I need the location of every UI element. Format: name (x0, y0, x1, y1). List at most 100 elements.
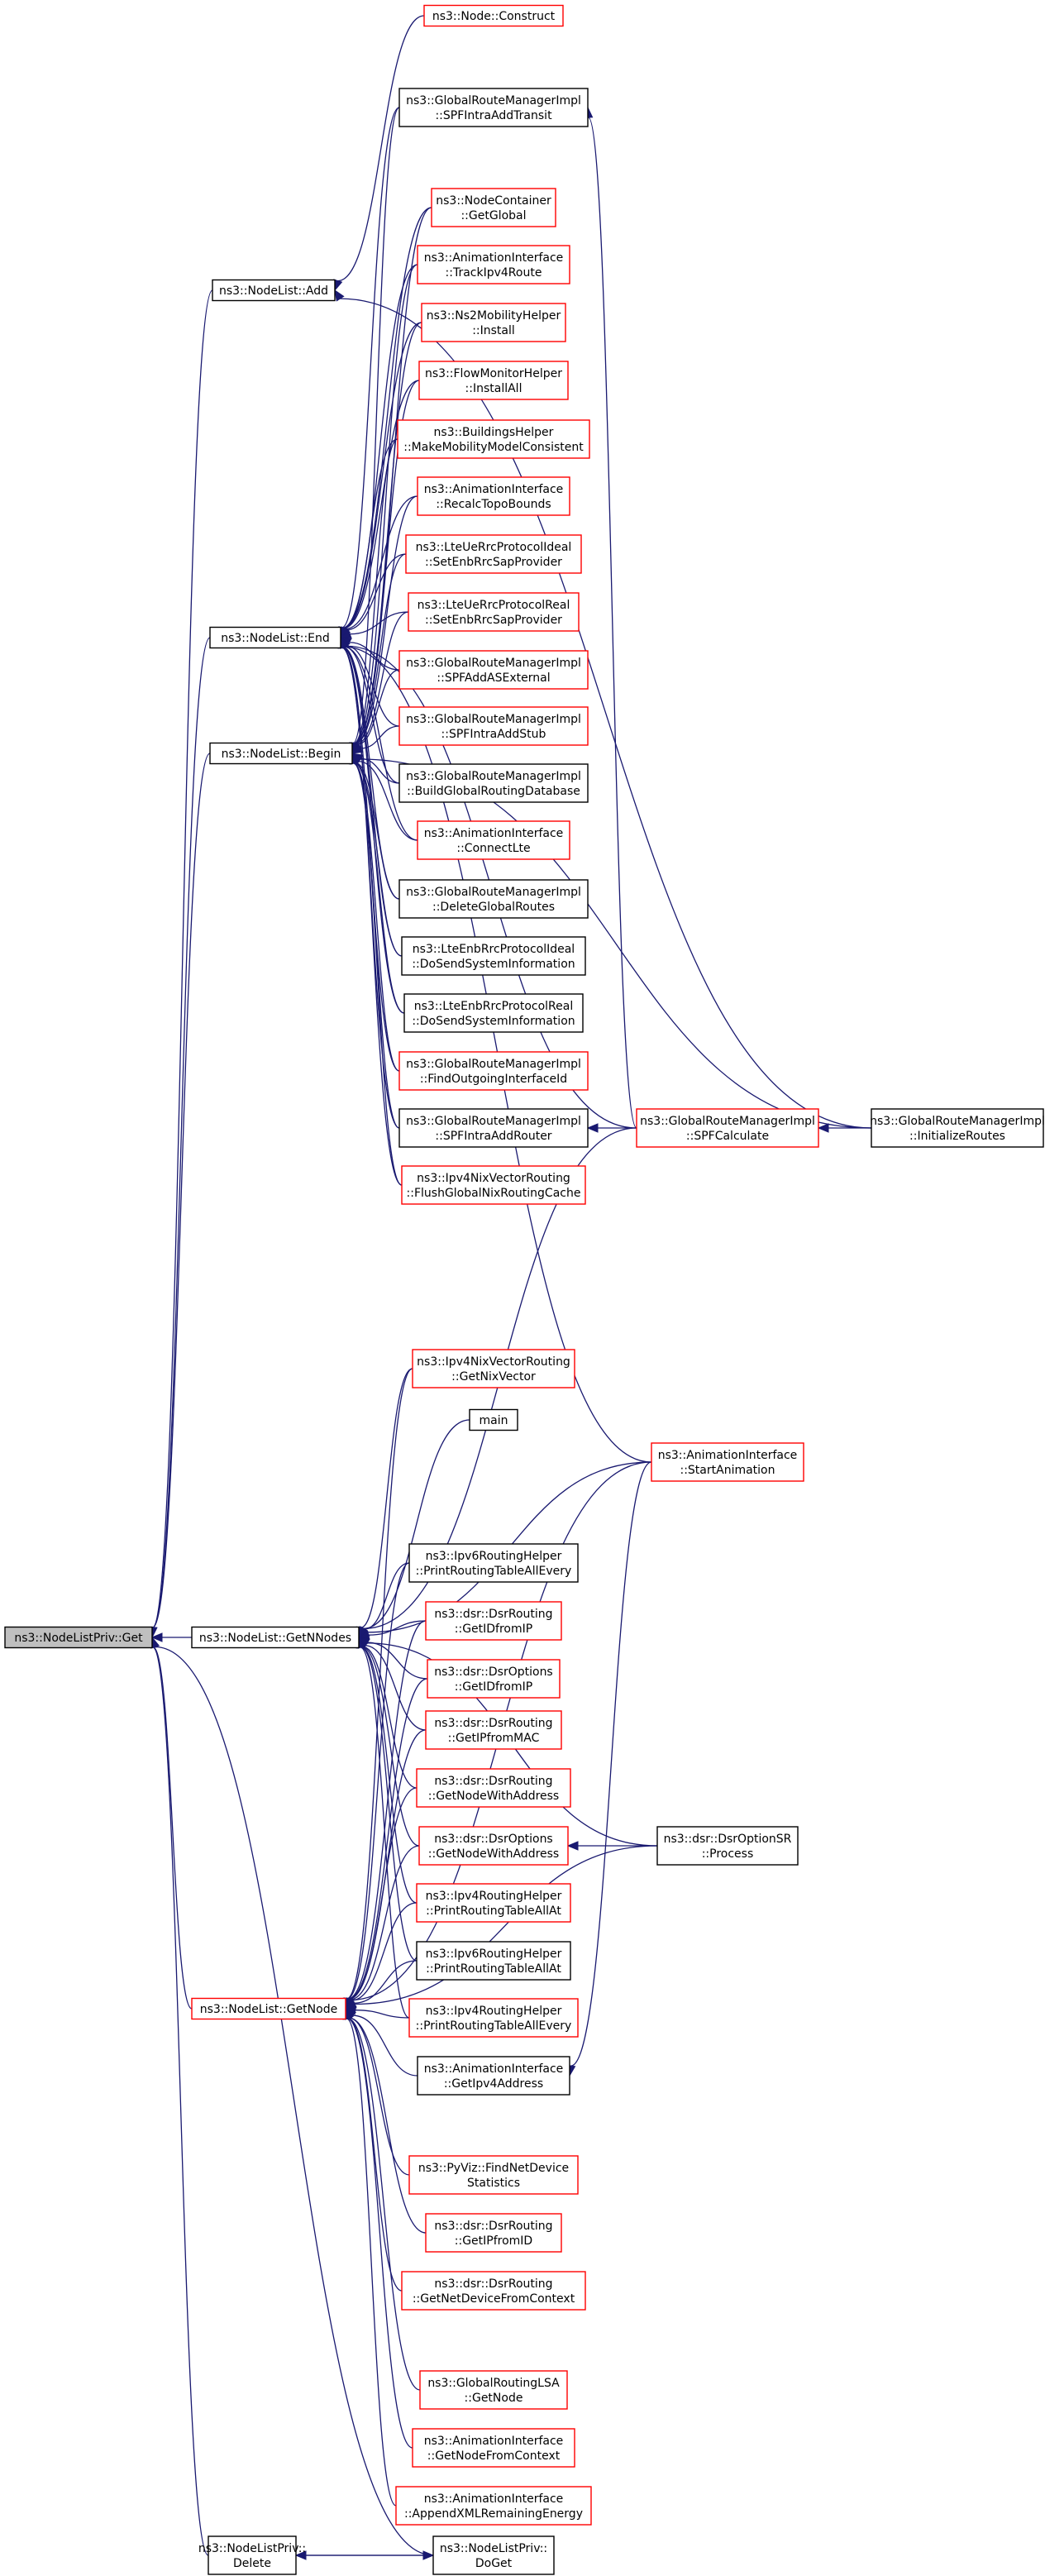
node-box-spfintraaddtransit[interactable] (398, 88, 589, 127)
node-box-lteenb_real_dosend[interactable] (403, 993, 584, 1033)
node-box-glsa_getnode[interactable] (419, 2370, 568, 2410)
node-ipv4rh_printat[interactable]: ns3::Ipv4RoutingHelper::PrintRoutingTabl… (416, 1883, 571, 1923)
node-box-dsr_getipfrommac[interactable] (425, 1710, 562, 1750)
node-spfintraaddrouter[interactable]: ns3::GlobalRouteManagerImpl::SPFIntraAdd… (398, 1108, 589, 1148)
node-anim_connectlte[interactable]: ns3::AnimationInterface::ConnectLte (417, 820, 570, 860)
node-box-spfcalculate[interactable] (636, 1108, 819, 1148)
node-dsroptsr_process[interactable]: ns3::dsr::DsrOptionSR::Process (656, 1826, 799, 1866)
node-spfintraaddtransit[interactable]: ns3::GlobalRouteManagerImpl::SPFIntraAdd… (398, 88, 589, 127)
node-box-getnnodes[interactable] (191, 1626, 360, 1649)
node-box-deleteglobal[interactable] (398, 879, 589, 919)
node-box-ns2_install[interactable] (421, 303, 566, 342)
node-box-lte_real_setenb[interactable] (408, 592, 580, 632)
node-box-doget[interactable] (432, 2535, 555, 2575)
node-box-anim_getnodefromctx[interactable] (412, 2428, 575, 2468)
node-dsr_getidfromip[interactable]: ns3::dsr::DsrRouting::GetIDfromIP (425, 1601, 562, 1641)
node-box-findoutgoing[interactable] (398, 1051, 589, 1091)
node-box-ipv4rh_printat[interactable] (416, 1883, 571, 1923)
node-begin[interactable]: ns3::NodeList::Begin (209, 742, 353, 765)
node-box-spfintraaddstub[interactable] (398, 706, 589, 746)
node-lte_real_setenb[interactable]: ns3::LteUeRrcProtocolReal::SetEnbRrcSapP… (408, 592, 580, 632)
node-ipv4rh_printevery[interactable]: ns3::Ipv4RoutingHelper::PrintRoutingTabl… (408, 1998, 579, 2038)
node-box-pyviz_findnet[interactable] (408, 2155, 579, 2195)
node-dsr_getipfrommac[interactable]: ns3::dsr::DsrRouting::GetIPfromMAC (425, 1710, 562, 1750)
node-deleteglobal[interactable]: ns3::GlobalRouteManagerImpl::DeleteGloba… (398, 879, 589, 919)
node-box-dsr_getnodewithaddr[interactable] (416, 1768, 571, 1808)
node-box-initroutes[interactable] (871, 1108, 1044, 1148)
node-dsr_getnodewithaddr[interactable]: ns3::dsr::DsrRouting::GetNodeWithAddress (416, 1768, 571, 1808)
node-spfaddasexternal[interactable]: ns3::GlobalRouteManagerImpl::SPFAddASExt… (398, 650, 589, 690)
node-nix_getnixvector[interactable]: ns3::Ipv4NixVectorRouting::GetNixVector (412, 1349, 575, 1388)
node-box-spfintraaddrouter[interactable] (398, 1108, 589, 1148)
node-box-add[interactable] (212, 279, 336, 302)
node-dsropt_getnodewithaddr[interactable]: ns3::dsr::DsrOptions::GetNodeWithAddress (418, 1826, 569, 1866)
node-box-dsr_getidfromip[interactable] (425, 1601, 562, 1641)
node-box-dsroptsr_process[interactable] (656, 1826, 799, 1866)
node-box-delete[interactable] (208, 2535, 297, 2575)
node-dsropt_getidfromip[interactable]: ns3::dsr::DsrOptions::GetIDfromIP (427, 1659, 561, 1699)
node-spfintraaddstub[interactable]: ns3::GlobalRouteManagerImpl::SPFIntraAdd… (398, 706, 589, 746)
node-anim_getipv4[interactable]: ns3::AnimationInterface::GetIpv4Address (417, 2056, 570, 2096)
node-box-nc_getglobal[interactable] (431, 188, 556, 227)
node-box-dsropt_getnodewithaddr[interactable] (418, 1826, 569, 1866)
node-nix_flush[interactable]: ns3::Ipv4NixVectorRouting::FlushGlobalNi… (401, 1165, 586, 1205)
node-box-ipv6rh_printevery[interactable] (408, 1543, 579, 1583)
node-delete[interactable]: ns3::NodeListPriv::Delete (198, 2535, 306, 2575)
node-box-dsr_getipfromid[interactable] (425, 2213, 562, 2253)
node-ipv6rh_printat[interactable]: ns3::Ipv6RoutingHelper::PrintRoutingTabl… (416, 1941, 571, 1981)
node-buildglobal[interactable]: ns3::GlobalRouteManagerImpl::BuildGlobal… (398, 763, 589, 803)
node-box-bh_makemobility[interactable] (397, 419, 590, 459)
node-box-construct[interactable] (423, 4, 564, 27)
node-box-anim_appendxml[interactable] (395, 2486, 592, 2526)
node-box-lte_ideal_setenb[interactable] (405, 534, 582, 574)
node-bh_makemobility[interactable]: ns3::BuildingsHelper::MakeMobilityModelC… (397, 419, 590, 459)
node-anim_getnodefromctx[interactable]: ns3::AnimationInterface::GetNodeFromCont… (412, 2428, 575, 2468)
node-box-nix_getnixvector[interactable] (412, 1349, 575, 1388)
node-box-nix_flush[interactable] (401, 1165, 586, 1205)
node-box-ipv6rh_printat[interactable] (416, 1941, 571, 1981)
node-dsr_getnetdevice[interactable]: ns3::dsr::DsrRouting::GetNetDeviceFromCo… (401, 2271, 586, 2311)
node-box-anim_getipv4[interactable] (417, 2056, 570, 2096)
node-root[interactable]: ns3::NodeListPriv::Get (4, 1626, 153, 1649)
node-box-dsr_getnetdevice[interactable] (401, 2271, 586, 2311)
node-doget[interactable]: ns3::NodeListPriv::DoGet (432, 2535, 555, 2575)
node-anim_recalc[interactable]: ns3::AnimationInterface::RecalcTopoBound… (417, 476, 570, 516)
node-findoutgoing[interactable]: ns3::GlobalRouteManagerImpl::FindOutgoin… (398, 1051, 589, 1091)
node-box-root[interactable] (4, 1626, 153, 1649)
node-box-spfaddasexternal[interactable] (398, 650, 589, 690)
node-dsr_getipfromid[interactable]: ns3::dsr::DsrRouting::GetIPfromID (425, 2213, 562, 2253)
node-end[interactable]: ns3::NodeList::End (209, 626, 341, 649)
node-add[interactable]: ns3::NodeList::Add (212, 279, 336, 302)
node-construct[interactable]: ns3::Node::Construct (423, 4, 564, 27)
node-lte_ideal_setenb[interactable]: ns3::LteUeRrcProtocolIdeal::SetEnbRrcSap… (405, 534, 582, 574)
node-box-getnode[interactable] (191, 1997, 346, 2020)
node-lteenb_ideal_dosend[interactable]: ns3::LteEnbRrcProtocolIdeal::DoSendSyste… (401, 936, 586, 976)
node-box-main[interactable] (469, 1408, 518, 1431)
node-box-begin[interactable] (209, 742, 353, 765)
node-box-buildglobal[interactable] (398, 763, 589, 803)
node-anim_start[interactable]: ns3::AnimationInterface::StartAnimation (651, 1442, 804, 1482)
node-ipv6rh_printevery[interactable]: ns3::Ipv6RoutingHelper::PrintRoutingTabl… (408, 1543, 579, 1583)
node-box-end[interactable] (209, 626, 341, 649)
node-box-ipv4rh_printevery[interactable] (408, 1998, 579, 2038)
node-lteenb_real_dosend[interactable]: ns3::LteEnbRrcProtocolReal::DoSendSystem… (403, 993, 584, 1033)
node-box-anim_connectlte[interactable] (417, 820, 570, 860)
node-glsa_getnode[interactable]: ns3::GlobalRoutingLSA::GetNode (419, 2370, 568, 2410)
node-fm_installall[interactable]: ns3::FlowMonitorHelper::InstallAll (418, 361, 569, 400)
node-box-dsropt_getidfromip[interactable] (427, 1659, 561, 1699)
node-box-anim_recalc[interactable] (417, 476, 570, 516)
node-box-anim_start[interactable] (651, 1442, 804, 1482)
node-ns2_install[interactable]: ns3::Ns2MobilityHelper::Install (421, 303, 566, 342)
node-main[interactable]: main (469, 1408, 518, 1431)
node-getnode[interactable]: ns3::NodeList::GetNode (191, 1997, 346, 2020)
node-box-fm_installall[interactable] (418, 361, 569, 400)
node-nc_getglobal[interactable]: ns3::NodeContainer::GetGlobal (431, 188, 556, 227)
node-getnnodes[interactable]: ns3::NodeList::GetNNodes (191, 1626, 360, 1649)
node-initroutes[interactable]: ns3::GlobalRouteManagerImpl::InitializeR… (870, 1108, 1045, 1148)
node-box-anim_trackipv4[interactable] (417, 245, 570, 284)
node-spfcalculate[interactable]: ns3::GlobalRouteManagerImpl::SPFCalculat… (636, 1108, 819, 1148)
node-anim_trackipv4[interactable]: ns3::AnimationInterface::TrackIpv4Route (417, 245, 570, 284)
node-anim_appendxml[interactable]: ns3::AnimationInterface::AppendXMLRemain… (395, 2486, 592, 2526)
node-box-lteenb_ideal_dosend[interactable] (401, 936, 586, 976)
